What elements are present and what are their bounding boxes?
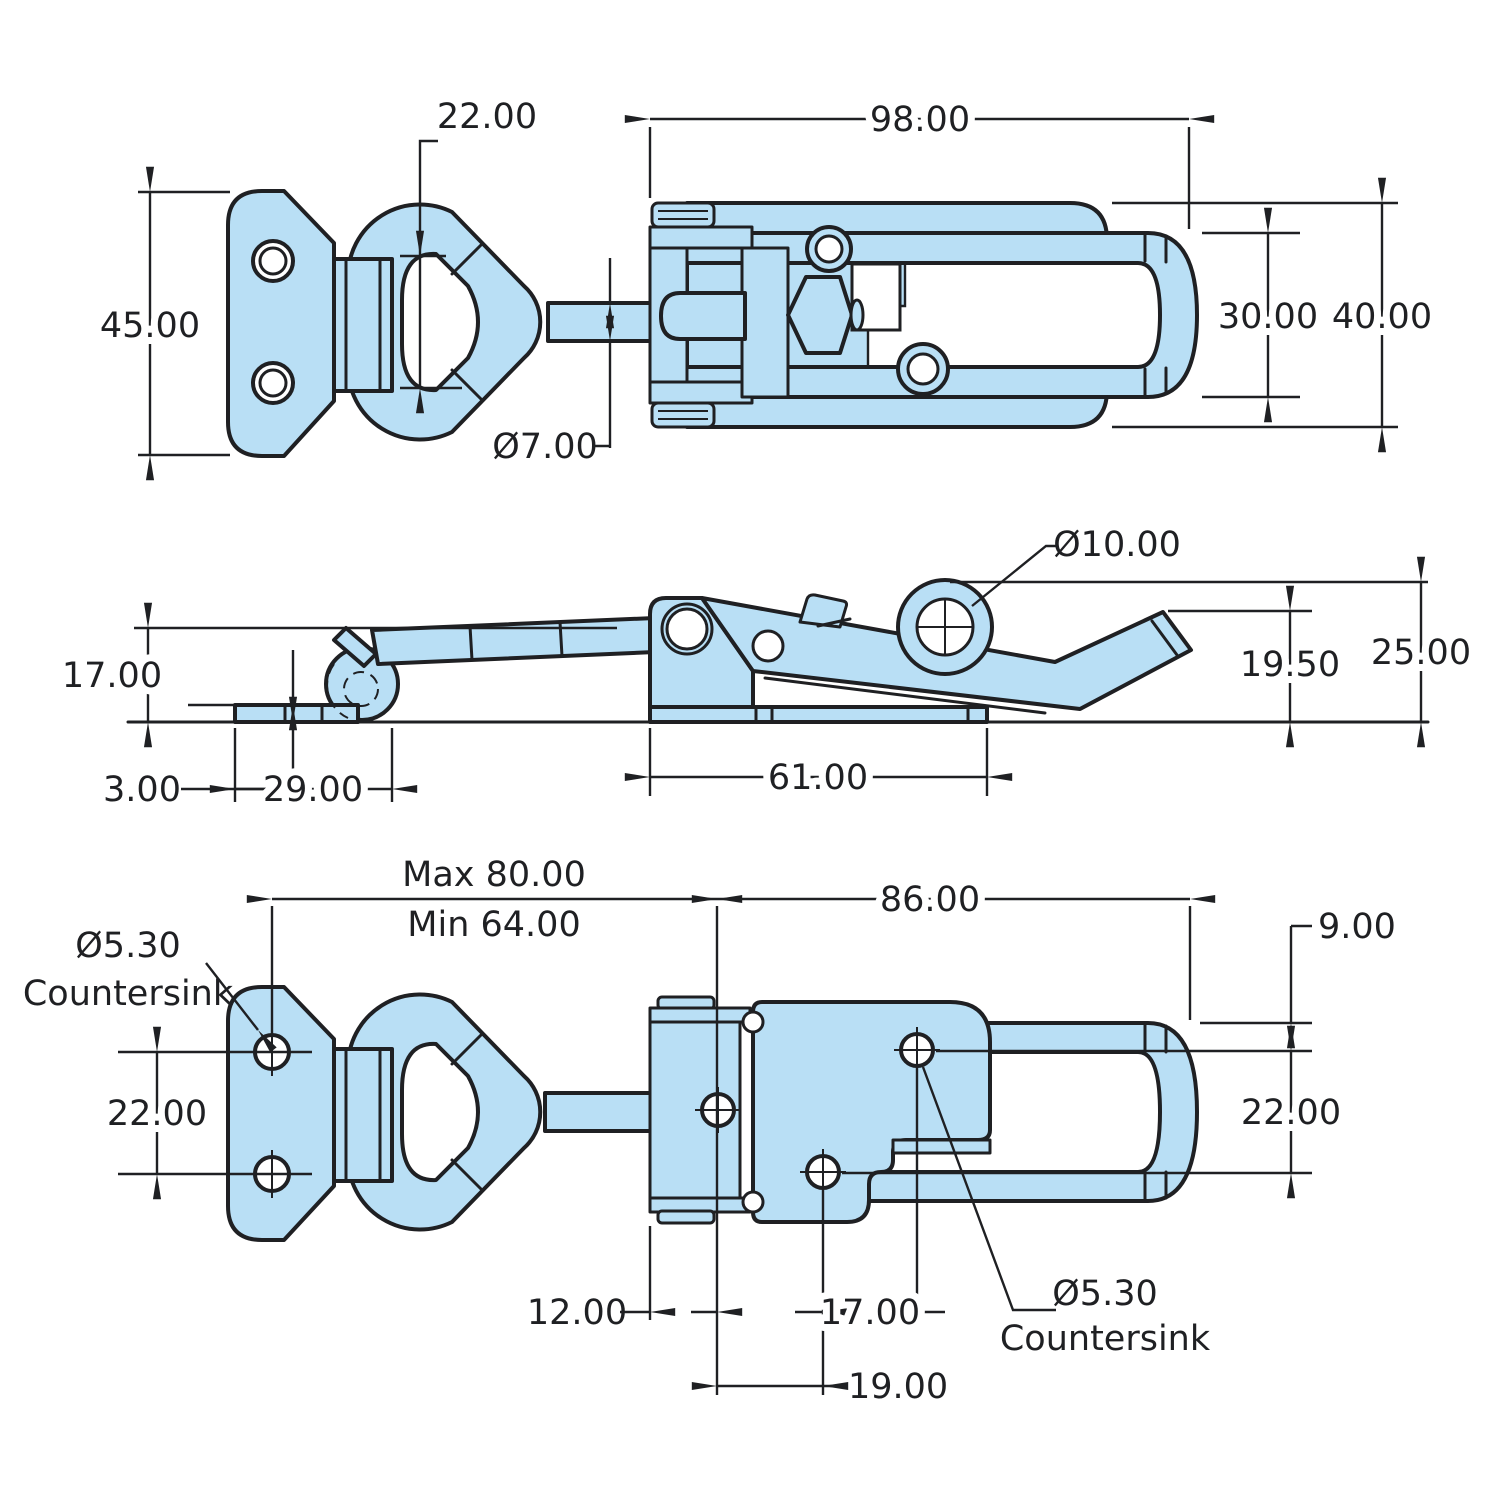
dim-top-7: Ø7.00 <box>492 258 615 467</box>
hidden-roll-line <box>343 671 379 707</box>
dim-side-25-label: 25.00 <box>1371 633 1471 673</box>
dim-side-25: 25.00 <box>950 556 1478 748</box>
dim-top-22: 22.00 <box>400 97 537 414</box>
draw-rod-side <box>370 616 657 666</box>
draw-rod-bottom <box>543 1091 654 1133</box>
hinge-pin-cap-1 <box>650 201 716 229</box>
dim-side-61: 61.00 <box>624 728 1013 805</box>
dim-bottom-17-label: 17.00 <box>820 1293 920 1333</box>
dim-bottom-17: 17.00 <box>795 1066 945 1395</box>
dim-top-40: 40.00 <box>1112 177 1439 453</box>
dim-top-7-label: Ø7.00 <box>492 427 597 467</box>
bail-sleeve-bottom <box>332 1047 394 1183</box>
dim-bottom-22r: 22.00 <box>842 1025 1348 1199</box>
dim-top-45: 45.00 <box>93 166 230 481</box>
dim-top-98-label: 98.00 <box>870 100 970 140</box>
dim-bottom-22r-label: 22.00 <box>1241 1093 1341 1133</box>
plate-notch-2 <box>741 1190 765 1214</box>
dim-top-30-label: 30.00 <box>1218 297 1318 337</box>
dim-side-10-label: Ø10.00 <box>1053 525 1181 565</box>
hinge-ear-b1 <box>648 1006 752 1024</box>
dim-top-98: 98.00 <box>624 93 1215 229</box>
dim-top-45-label: 45.00 <box>100 306 200 346</box>
bail-loop-bottom <box>346 992 543 1232</box>
dim-top-30: 30.00 <box>1202 207 1325 423</box>
keeper-plate-top <box>226 189 336 458</box>
dim-bottom-19: 19.00 <box>691 1367 948 1407</box>
hinge-pin-cap-2 <box>650 401 716 429</box>
dim-bottom-9: 9.00 <box>1200 907 1396 1049</box>
dim-bottom-86: 86.00 <box>691 873 1216 1020</box>
hinge-pin-cap-b2 <box>656 1209 716 1225</box>
bail-loop-top <box>346 202 543 442</box>
bracket-notch-top <box>868 263 1158 367</box>
dim-bottom-12: 12.00 <box>527 1226 743 1333</box>
dim-bottom-19-label: 19.00 <box>848 1367 948 1407</box>
side-view: 17.00 3.00 29.00 61.00 Ø10.00 <box>55 525 1478 817</box>
callout-countersink-right: Ø5.30 Countersink <box>921 1066 1211 1359</box>
dim-side-17-label: 17.00 <box>62 656 162 696</box>
countersink-left-text-label: Countersink <box>23 974 234 1014</box>
dim-side-195: 19.50 <box>1168 585 1347 748</box>
dim-bottom-86-label: 86.00 <box>880 880 980 920</box>
hidden-roll-arc <box>326 663 349 719</box>
dim-top-40-label: 40.00 <box>1332 297 1432 337</box>
lever-hole-side <box>751 629 785 663</box>
dim-side-17: 17.00 <box>55 602 617 748</box>
dim-top-22-label: 22.00 <box>437 97 537 137</box>
dim-side-3-label: 3.00 <box>103 770 181 810</box>
callout-countersink-left: Ø5.30 Countersink <box>23 926 277 1053</box>
countersink-left-dia-label: Ø5.30 <box>75 926 180 966</box>
screw-sleeve-top <box>659 291 747 341</box>
hinge-ear-top-1 <box>648 225 754 250</box>
dim-side-29: 29.00 <box>209 728 418 817</box>
keeper-plate-bottom <box>226 985 336 1242</box>
dim-bottom-maxmin: Max 80.00 Min 64.00 <box>246 855 743 1395</box>
bail-end-side <box>332 626 378 668</box>
top-view: 45.00 22.00 98.00 Ø7.00 30.00 <box>93 93 1439 481</box>
countersink-right-dia-label: Ø5.30 <box>1052 1274 1157 1314</box>
hinge-ear-top-2 <box>648 380 754 405</box>
dim-bottom-max-label: Max 80.00 <box>402 855 586 895</box>
spring-tab-side <box>798 593 849 629</box>
plate-notch-1 <box>741 1010 765 1034</box>
countersink-right-text-label: Countersink <box>1000 1319 1211 1359</box>
dim-side-61-label: 61.00 <box>768 758 868 798</box>
dim-bottom-22l: 22.00 <box>100 1026 312 1200</box>
dim-bottom-12-label: 12.00 <box>527 1293 627 1333</box>
dim-bottom-22l-label: 22.00 <box>107 1094 207 1134</box>
bottom-view: Max 80.00 Min 64.00 86.00 9.00 22.00 22.… <box>23 855 1396 1407</box>
bracket-wall-top <box>740 246 790 399</box>
dim-side-195-label: 19.50 <box>1240 645 1340 685</box>
bail-sleeve-top <box>332 257 394 393</box>
dim-side-10: Ø10.00 <box>971 525 1181 607</box>
screw-end-top <box>849 298 865 332</box>
dim-side-29-label: 29.00 <box>263 770 363 810</box>
plate-fold-edge <box>891 1138 992 1155</box>
dim-bottom-9-label: 9.00 <box>1318 907 1396 947</box>
dim-bottom-min-label: Min 64.00 <box>407 905 580 945</box>
latch-base-side <box>648 705 989 724</box>
